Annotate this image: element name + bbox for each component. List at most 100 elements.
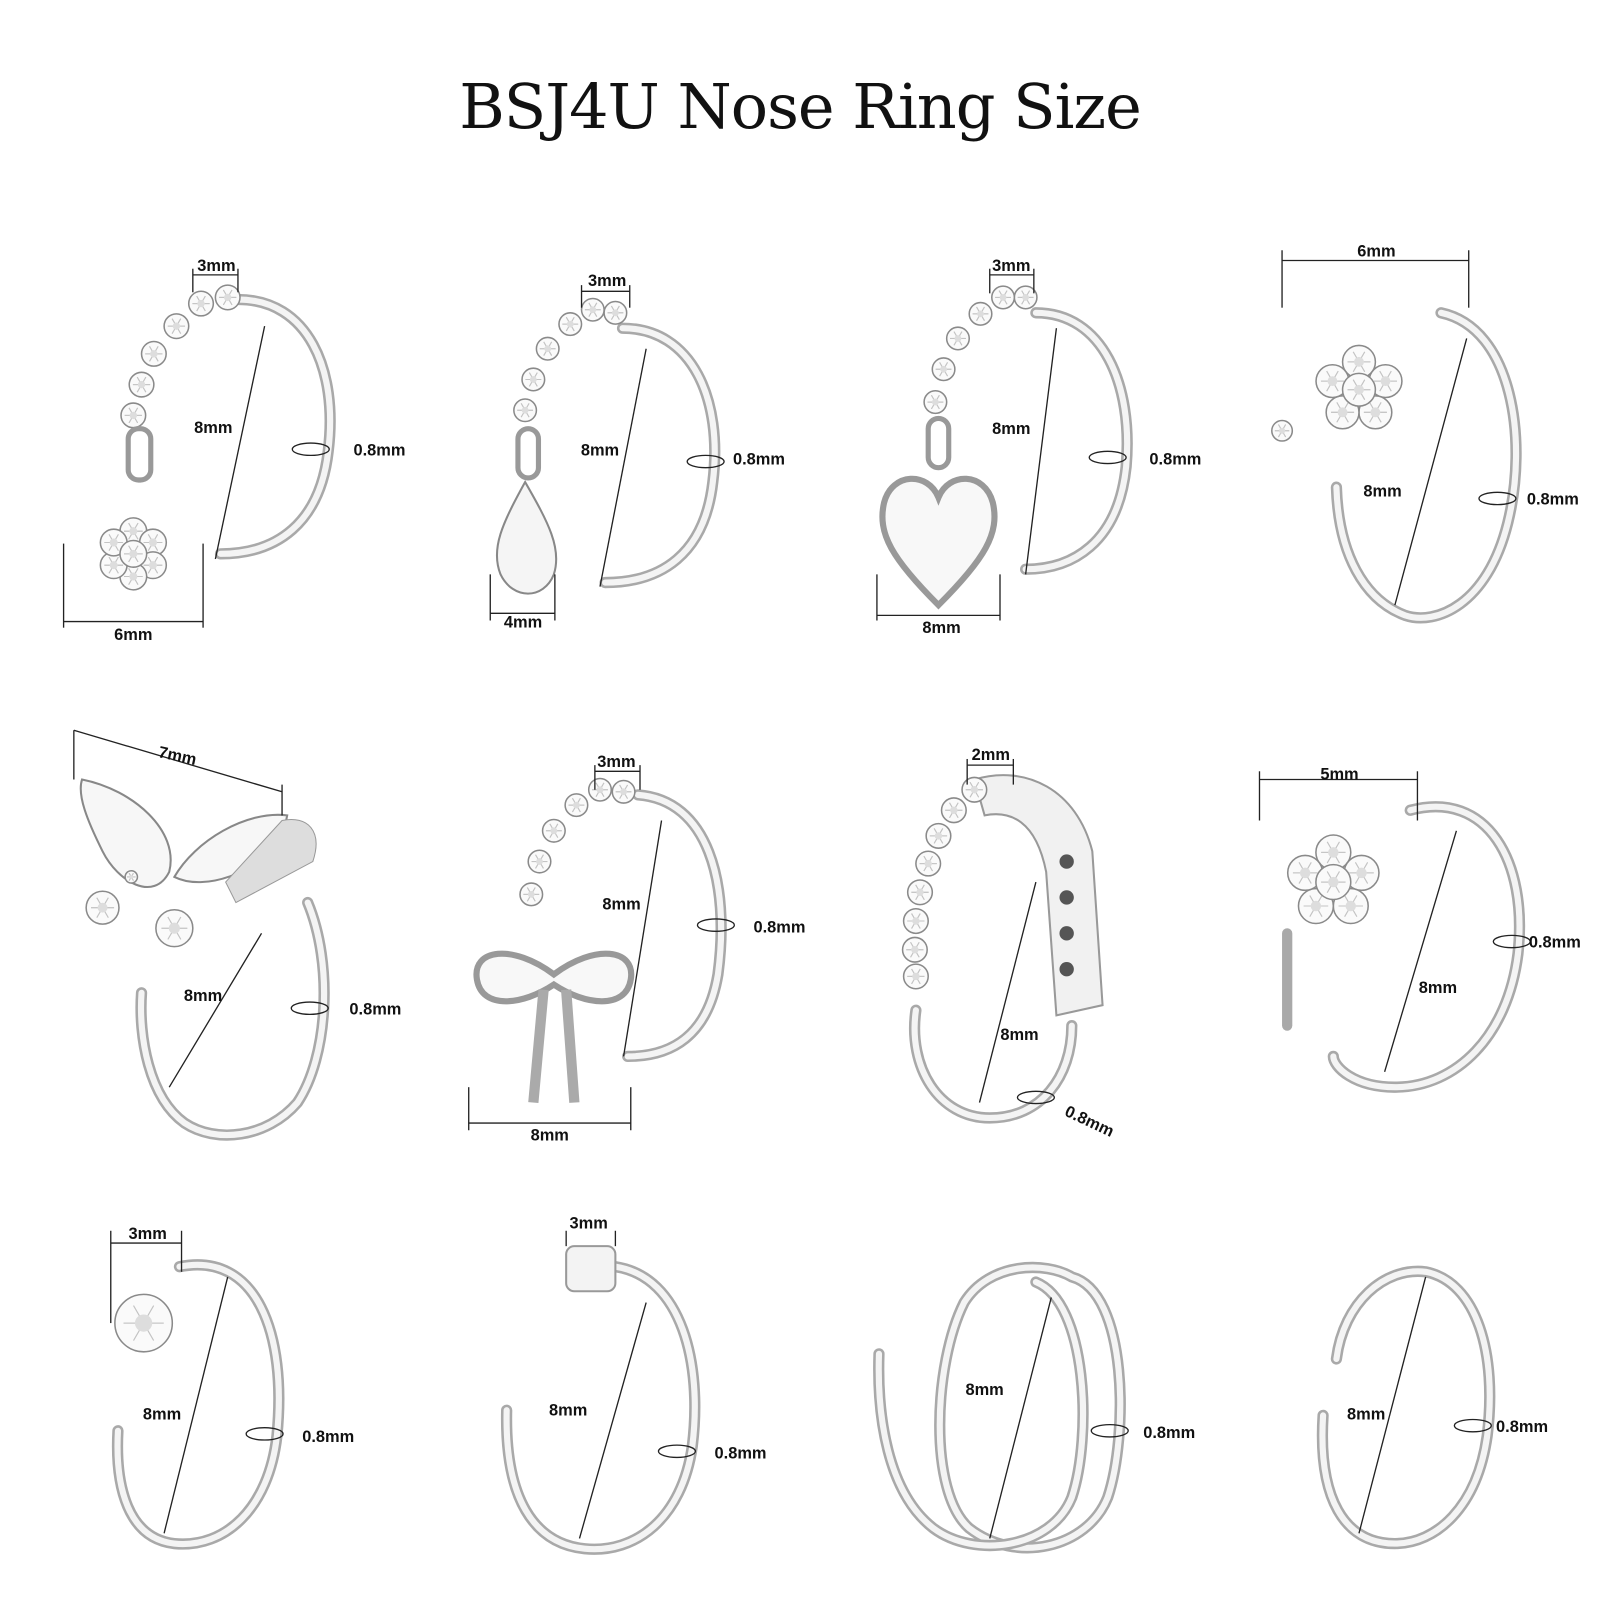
jump-ring	[515, 426, 542, 481]
ring-highlight	[875, 1278, 1087, 1549]
label-top: 7mm	[157, 743, 198, 769]
gem-icon	[558, 312, 583, 337]
gem-icon	[901, 936, 928, 963]
chart-title: BSJ4U Nose Ring Size	[459, 70, 1142, 143]
gem-icon	[961, 776, 988, 803]
dimension-line	[978, 881, 1037, 1103]
gem-icon	[140, 340, 167, 367]
label-diameter: 8mm	[194, 419, 232, 437]
stone-hole	[1059, 926, 1074, 941]
gem-icon	[128, 371, 155, 398]
dimension-line	[214, 326, 266, 560]
gem-icon	[945, 326, 970, 351]
gem-icon	[214, 284, 241, 311]
ring-highlight	[1319, 1268, 1493, 1547]
gem-icon	[187, 290, 215, 317]
gauge-marker-icon	[291, 442, 330, 457]
gem-icon	[527, 849, 552, 874]
stone-hole	[1059, 854, 1074, 869]
gem-icon	[519, 882, 544, 907]
stone-hole	[1059, 890, 1074, 905]
teardrop-gem-icon	[495, 479, 558, 595]
label-top: 3mm	[129, 1225, 167, 1243]
label-top: 6mm	[1357, 242, 1395, 260]
ring-highlight	[936, 1264, 1124, 1551]
dimension-line	[1358, 1276, 1427, 1534]
gem-icon	[564, 793, 589, 818]
bow-charm-icon	[473, 950, 635, 1005]
gem-icon	[120, 402, 147, 429]
gem-icon	[915, 850, 942, 877]
gem-icon	[1271, 419, 1294, 442]
dimension-line	[1024, 328, 1058, 575]
heart-charm-icon	[879, 475, 998, 610]
gauge-marker-icon	[657, 1444, 697, 1459]
bow-ribbon	[528, 989, 580, 1104]
gem-icon	[114, 1293, 174, 1353]
label-gauge: 0.8mm	[302, 1428, 354, 1446]
label-diameter: 8mm	[549, 1401, 587, 1419]
label-gauge: 0.8mm	[1496, 1418, 1548, 1436]
label-diameter: 8mm	[602, 896, 640, 914]
label-gauge: 0.8mm	[715, 1444, 767, 1462]
label-gauge: 0.8mm	[353, 441, 405, 459]
label-charm: 8mm	[922, 619, 960, 637]
gauge-marker-icon	[1090, 1423, 1129, 1438]
ring-wire	[934, 1261, 1126, 1554]
ring-highlight	[1333, 309, 1520, 621]
label-diameter: 8mm	[1419, 979, 1457, 997]
ring-wire	[1327, 801, 1526, 1093]
label-charm: 6mm	[114, 626, 152, 644]
gauge-marker-icon	[245, 1427, 284, 1441]
gem-icon	[902, 963, 929, 990]
gem-icon	[906, 879, 934, 906]
label-top: 3mm	[588, 272, 626, 290]
stone-hole	[1059, 962, 1074, 977]
dimension-line	[989, 1297, 1052, 1539]
gem-icon	[155, 908, 194, 948]
label-gauge: 0.8mm	[349, 1000, 401, 1018]
dimension-line	[168, 932, 263, 1088]
label-gauge: 0.8mm	[1062, 1102, 1117, 1140]
label-diameter: 8mm	[992, 420, 1030, 438]
gem-icon	[1315, 863, 1352, 901]
label-gauge: 0.8mm	[753, 918, 805, 936]
gem-icon	[925, 822, 952, 849]
gauge-marker-icon	[1016, 1090, 1056, 1105]
gauge-marker-icon	[686, 454, 725, 469]
dimension-line	[1394, 338, 1468, 606]
ring-highlight	[503, 1263, 698, 1553]
label-gauge: 0.8mm	[733, 451, 785, 469]
gem-icon	[119, 539, 148, 568]
gem-icon	[541, 818, 566, 843]
label-gauge: 0.8mm	[1143, 1424, 1195, 1442]
gem-icon	[1341, 344, 1377, 380]
dimension-line	[578, 1302, 647, 1539]
jump-ring	[125, 426, 154, 483]
gem-icon	[1343, 854, 1380, 892]
gem-icon	[1286, 854, 1324, 892]
ring-wire	[1020, 307, 1133, 575]
gem-icon	[580, 297, 605, 322]
label-diameter: 8mm	[581, 441, 619, 459]
label-top: 2mm	[972, 746, 1010, 764]
gem-icon	[163, 313, 190, 340]
dimension-line	[622, 820, 663, 1057]
dimension-line	[599, 348, 647, 587]
marquise-gem-icon	[79, 778, 172, 889]
gem-icon	[968, 301, 993, 326]
setting	[225, 819, 317, 904]
ring-highlight	[114, 1261, 282, 1548]
gauge-marker-icon	[290, 1001, 329, 1016]
label-charm: 8mm	[531, 1127, 569, 1145]
gauge-marker-icon	[1492, 934, 1531, 949]
